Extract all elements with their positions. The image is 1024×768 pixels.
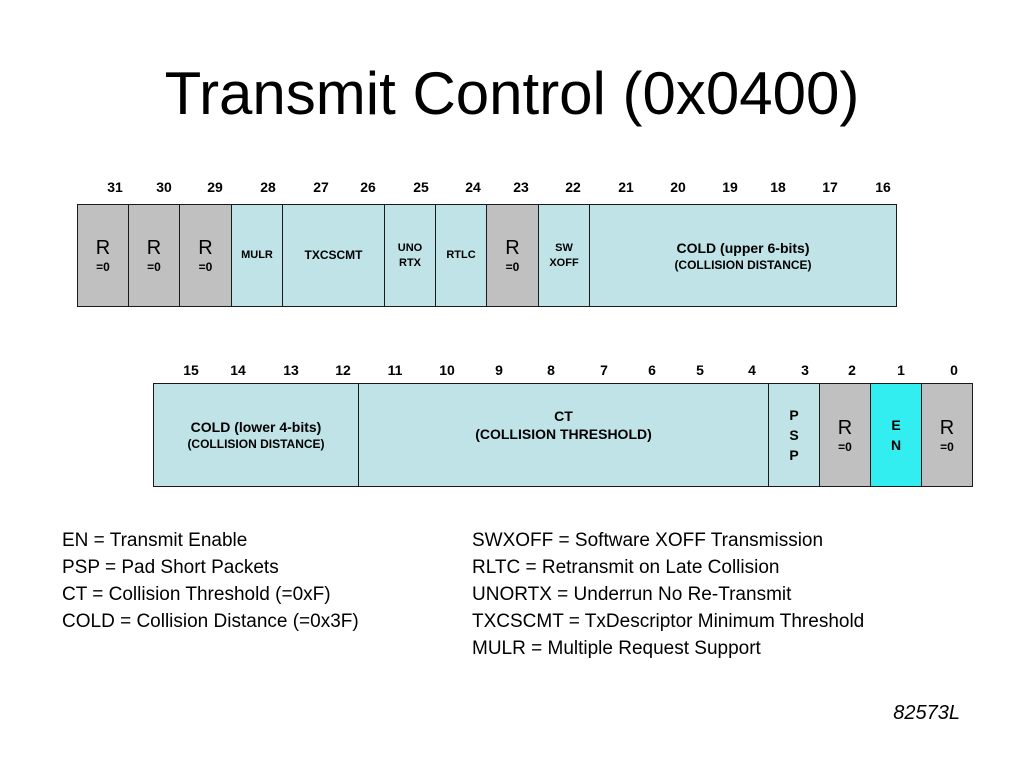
legend-entry: PSP = Pad Short Packets [62,557,279,578]
reserved-bit-31: R =0 [77,204,129,307]
field-name: COLD (upper 6-bits) [676,240,810,256]
bit-number: 3 [801,362,809,378]
field-description: (COLLISION DISTANCE) [187,437,325,451]
bit-number: 29 [207,179,223,195]
field-name: R [939,416,955,439]
field-name: CT [554,408,573,424]
bit-number: 16 [875,179,891,195]
legend-entry: TXCSCMT = TxDescriptor Minimum Threshold [472,611,865,632]
field-letter: N [890,437,902,453]
psp-field: P S P [768,383,820,487]
unortx-field: UNO RTX [384,204,436,307]
bit-number: 21 [618,179,634,195]
legend-entry: SWXOFF = Software XOFF Transmission [472,530,824,551]
legend-right: SWXOFF = Software XOFF Transmission RLTC… [472,527,1012,662]
bit-number: 14 [230,362,246,378]
field-value: =0 [940,439,954,454]
bit-number: 31 [107,179,123,195]
field-name: R [146,237,162,259]
cold-upper-field: COLD (upper 6-bits) (COLLISION DISTANCE) [589,204,897,307]
bit-number: 20 [670,179,686,195]
field-description: (COLLISION THRESHOLD) [475,426,652,442]
field-name-line2: RTX [399,256,421,269]
page-title: Transmit Control (0x0400) [164,60,860,127]
field-name-line1: SW [555,241,573,254]
cold-lower-field: COLD (lower 4-bits) (COLLISION DISTANCE) [153,383,359,487]
footer-label: 82573L [893,702,960,724]
bit-number: 5 [696,362,704,378]
legend-entry: UNORTX = Underrun No Re-Transmit [472,584,792,605]
bit-number: 19 [722,179,738,195]
reserved-bit-0: R =0 [921,383,973,487]
bit-number: 4 [748,362,756,378]
field-name: TXCSCMT [304,248,363,262]
rltc-field: RTLC [435,204,487,307]
bit-number: 0 [950,362,958,378]
bit-number: 26 [360,179,376,195]
field-description: (COLLISION DISTANCE) [674,258,812,272]
bit-number: 8 [547,362,555,378]
field-name-line1: UNO [397,241,423,254]
field-letter: P [789,407,799,423]
field-value: =0 [198,260,213,274]
swxoff-field: SW XOFF [538,204,590,307]
bit-number: 23 [513,179,529,195]
reserved-bit-23: R =0 [486,204,539,307]
bit-number: 17 [822,179,838,195]
bit-number: 11 [387,362,403,378]
field-value: =0 [838,439,852,454]
bit-number: 12 [335,362,351,378]
field-letter: P [789,447,799,463]
bit-number: 10 [439,362,455,378]
bit-number: 2 [848,362,856,378]
field-name: COLD (lower 4-bits) [190,419,322,435]
bit-number: 27 [313,179,329,195]
bit-number: 9 [495,362,503,378]
reserved-bit-2: R =0 [819,383,871,487]
bit-number: 15 [183,362,199,378]
field-name: R [95,237,111,259]
bit-number: 6 [648,362,656,378]
en-field: E N [870,383,922,487]
bit-number: 28 [260,179,276,195]
txcscmt-field: TXCSCMT [282,204,385,307]
bit-number: 22 [565,179,581,195]
field-name: R [198,237,213,259]
legend-entry: CT = Collision Threshold (=0xF) [62,584,331,605]
reserved-bit-29: R =0 [179,204,232,307]
field-name-line2: XOFF [549,256,579,269]
field-value: =0 [147,260,161,274]
bit-number: 18 [770,179,786,195]
bit-number: 24 [465,179,481,195]
field-name: MULR [241,249,273,261]
legend-left: EN = Transmit Enable PSP = Pad Short Pac… [62,527,462,635]
ct-field: CT (COLLISION THRESHOLD) [358,383,769,487]
field-letter: E [891,417,901,433]
legend-entry: COLD = Collision Distance (=0x3F) [62,611,359,632]
legend-entry: EN = Transmit Enable [62,530,248,551]
bit-number: 30 [156,179,172,195]
legend-entry: RLTC = Retransmit on Late Collision [472,557,780,578]
bit-number: 25 [413,179,429,195]
bit-number: 1 [897,362,905,378]
field-value: =0 [505,260,520,274]
field-name: RTLC [446,249,476,261]
legend-entry: MULR = Multiple Request Support [472,638,761,659]
field-letter: S [789,427,799,443]
bit-number: 13 [283,362,299,378]
field-value: =0 [96,260,110,274]
reserved-bit-30: R =0 [128,204,180,307]
field-name: R [837,416,853,439]
bit-number: 7 [600,362,608,378]
field-name: R [505,237,520,259]
mulr-field: MULR [231,204,283,307]
